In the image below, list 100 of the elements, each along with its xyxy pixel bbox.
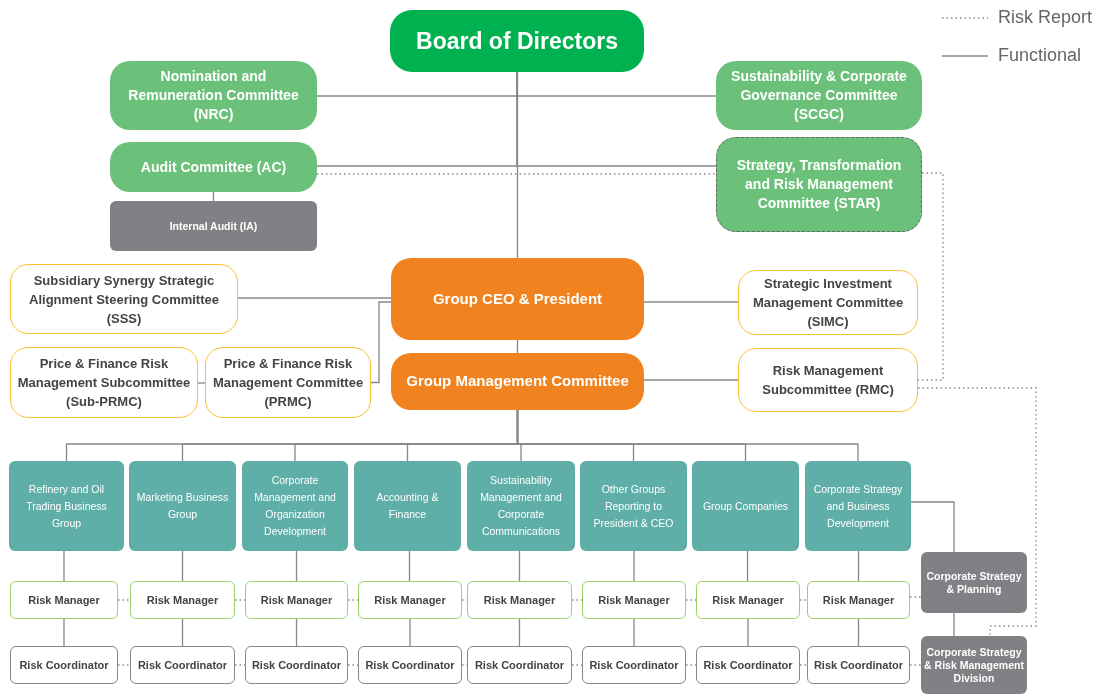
role-box	[130, 646, 235, 684]
dotted-connector	[909, 596, 922, 598]
connector-line	[857, 550, 860, 582]
node-label: Risk Manager	[146, 592, 219, 608]
node-label: Risk Coordinator	[19, 657, 109, 673]
role-box	[245, 646, 348, 684]
group-box	[467, 461, 575, 551]
dotted-connector	[799, 664, 808, 666]
node-label: Risk Manager	[483, 592, 556, 608]
connector-line	[295, 550, 298, 582]
role-box	[10, 646, 118, 684]
node-label: Risk Coordinator	[251, 657, 342, 673]
node-label: Risk Manager	[712, 592, 784, 608]
connector-line	[516, 409, 859, 462]
role-box	[467, 581, 572, 619]
executive-box	[391, 258, 644, 340]
node-label: Risk Manager	[598, 592, 670, 608]
node-label: Price & Finance Risk Management Committee (PRMC)	[211, 355, 365, 411]
connector-line	[910, 501, 955, 553]
group-box	[9, 461, 124, 551]
connector-line	[516, 71, 519, 259]
role-box	[582, 646, 686, 684]
committee-box	[738, 348, 918, 412]
committee-box	[110, 61, 317, 130]
node-label: Other Groups Reporting to President & CEO	[592, 481, 675, 531]
group-box	[242, 461, 348, 551]
node-label: Risk Coordinator	[474, 657, 565, 673]
node-label: Subsidiary Synergy Strategic Alignment Steering Committee (SSS)	[28, 271, 220, 328]
committee-box	[10, 347, 198, 418]
role-box	[10, 581, 118, 619]
node-label: Nomination and Remuneration Committee (NRC)	[127, 67, 300, 124]
connector-line	[518, 550, 521, 582]
dotted-connector	[117, 599, 131, 601]
node-label: Risk Manager	[260, 592, 333, 608]
node-label: Risk Coordinator	[365, 657, 455, 673]
dotted-connector	[909, 664, 922, 666]
connector-line	[370, 301, 392, 384]
group-box	[692, 461, 799, 551]
node-label: Corporate Strategy & Planning	[925, 569, 1023, 596]
node-label: Group Management Committee	[406, 371, 629, 392]
connector-line	[197, 382, 206, 384]
node-label: Group CEO & President	[432, 288, 603, 309]
connector-line	[747, 618, 749, 647]
group-box	[129, 461, 236, 551]
connector-line	[181, 550, 184, 582]
node-label: Price & Finance Risk Management Subcommittee (Sub-PRMC)	[16, 355, 192, 411]
board-box	[390, 10, 644, 72]
role-box	[582, 581, 686, 619]
role-box	[130, 581, 235, 619]
group-box	[354, 461, 461, 551]
role-box	[358, 646, 462, 684]
connector-line	[643, 301, 739, 303]
role-box	[245, 581, 348, 619]
connector-line	[518, 618, 521, 647]
node-label: Risk Manager	[374, 592, 446, 608]
executive-box	[391, 353, 644, 410]
connector-line	[237, 297, 392, 299]
node-label: Risk Coordinator	[589, 657, 679, 673]
committee-box	[716, 137, 922, 232]
node-label: Risk Manager	[28, 592, 100, 608]
group-box	[805, 461, 911, 551]
node-label: Sustainability & Corporate Governance Committee (SCGC)	[730, 67, 908, 124]
node-label: Internal Audit (IA)	[169, 219, 258, 233]
node-label: Risk Coordinator	[813, 657, 904, 673]
connector-line	[953, 612, 955, 637]
unit-box	[110, 201, 317, 251]
committee-box	[110, 142, 317, 192]
node-label: Strategic Investment Management Committee (SIMC)	[751, 275, 905, 331]
connector-line	[857, 618, 860, 647]
role-box	[696, 646, 800, 684]
node-label: Accounting & Finance	[375, 490, 440, 522]
node-label: Risk Management Subcommittee (RMC)	[761, 362, 895, 399]
connector-line	[63, 618, 65, 647]
role-box	[358, 581, 462, 619]
committee-box	[10, 264, 238, 334]
node-label: Corporate Strategy and Business Development	[812, 481, 904, 531]
node-label: Marketing Business Group	[135, 490, 230, 522]
legend-label: Functional	[998, 44, 1082, 67]
connector-line	[746, 550, 749, 582]
role-box	[807, 581, 910, 619]
dotted-connector	[917, 387, 1037, 637]
node-label: Sustainability Management and Corporate Communications	[479, 473, 563, 539]
node-label: Board of Directors	[416, 26, 618, 56]
role-box	[696, 581, 800, 619]
node-label: Refinery and Oil Trading Business Group	[25, 481, 108, 531]
dotted-connector	[799, 599, 808, 601]
dotted-connector	[117, 664, 131, 666]
connector-line	[633, 550, 635, 582]
node-label: Risk Coordinator	[137, 657, 228, 673]
role-box	[807, 646, 910, 684]
unit-box	[921, 552, 1027, 613]
committee-box	[738, 270, 918, 335]
group-box	[580, 461, 687, 551]
connector-line	[633, 618, 635, 647]
connector-line	[181, 618, 184, 647]
unit-box	[921, 636, 1027, 694]
node-label: Audit Committee (AC)	[140, 157, 287, 177]
committee-box	[716, 61, 922, 130]
node-label: Corporate Management and Organization Development	[253, 473, 337, 539]
legend-label: Risk Report	[998, 6, 1093, 29]
